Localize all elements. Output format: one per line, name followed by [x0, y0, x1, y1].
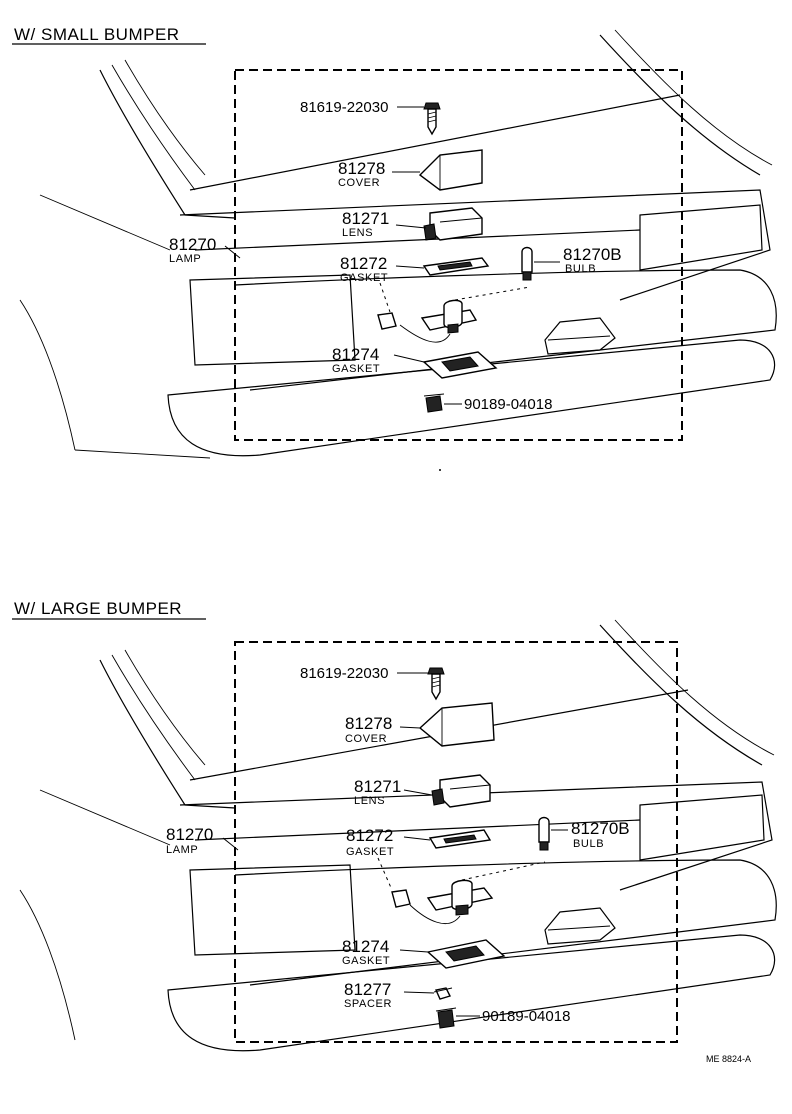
large-screw-part: [427, 667, 445, 701]
small-screw-part: [423, 102, 441, 136]
large-bulb-name: BULB: [573, 838, 604, 850]
large-lamp-number: 81270: [166, 825, 213, 844]
large-gasket-2-part: [426, 939, 506, 969]
small-screw-number: 81619-22030: [300, 99, 388, 116]
small-nut-part: [423, 393, 445, 413]
large-screw-number: 81619-22030: [300, 665, 388, 682]
small-lens-part: [423, 207, 483, 241]
large-lens-name: LENS: [354, 795, 385, 807]
large-gasket-1-number: 81272: [346, 826, 393, 845]
small-bulb-number: 81270B: [563, 245, 622, 264]
large-lens-number: 81271: [354, 777, 401, 796]
large-gasket-2-name: GASKET: [342, 955, 390, 967]
small-cover-name: COVER: [338, 177, 380, 189]
large-bulb-part: [538, 816, 550, 851]
large-gasket-1-part: [428, 829, 492, 849]
large-nut-part: [435, 1007, 457, 1029]
small-gasket-1-number: 81272: [340, 254, 387, 273]
small-lens-name: LENS: [342, 227, 373, 239]
small-gasket-2-part: [422, 351, 498, 379]
small-lens-number: 81271: [342, 209, 389, 228]
small-gasket-2-number: 81274: [332, 345, 379, 364]
large-cover-name: COVER: [345, 733, 387, 745]
large-lens-part: [431, 774, 491, 808]
large-gasket-1-name: GASKET: [346, 846, 394, 858]
large-bulb-number: 81270B: [571, 819, 630, 838]
small-cover-part: [418, 149, 483, 191]
small-bumper-section: W/ SMALL BUMPER: [12, 25, 777, 471]
large-spacer-part: [433, 987, 453, 1000]
small-lamp-name: LAMP: [169, 253, 201, 265]
small-socket-part: [377, 282, 531, 343]
reference-code: ME 8824-A: [706, 1054, 751, 1064]
small-nut-number: 90189-04018: [464, 396, 552, 413]
large-spacer-number: 81277: [344, 980, 391, 999]
large-exploded-box: [234, 641, 678, 1043]
small-gasket-1-part: [422, 257, 490, 276]
large-bumper-title: W/ LARGE BUMPER: [14, 599, 182, 618]
large-bumper-section: W/ LARGE BUMPER 8161: [12, 599, 777, 1064]
small-bulb-part: [521, 246, 533, 281]
small-bulb-name: BULB: [565, 263, 596, 275]
small-cover-number: 81278: [338, 159, 385, 178]
small-exploded-box: [234, 69, 683, 441]
large-nut-number: 90189-04018: [482, 1008, 570, 1025]
small-lamp-number: 81270: [169, 235, 216, 254]
large-lamp-name: LAMP: [166, 844, 198, 856]
large-gasket-2-number: 81274: [342, 937, 389, 956]
large-spacer-name: SPACER: [344, 998, 392, 1010]
large-cover-number: 81278: [345, 714, 392, 733]
small-gasket-2-name: GASKET: [332, 363, 380, 375]
small-bumper-title: W/ SMALL BUMPER: [14, 25, 180, 44]
small-gasket-1-name: GASKET: [340, 272, 388, 284]
small-car-body: [19, 29, 777, 471]
large-socket-part: [377, 857, 546, 925]
large-cover-part: [418, 702, 495, 747]
large-car-body: [19, 619, 777, 1052]
